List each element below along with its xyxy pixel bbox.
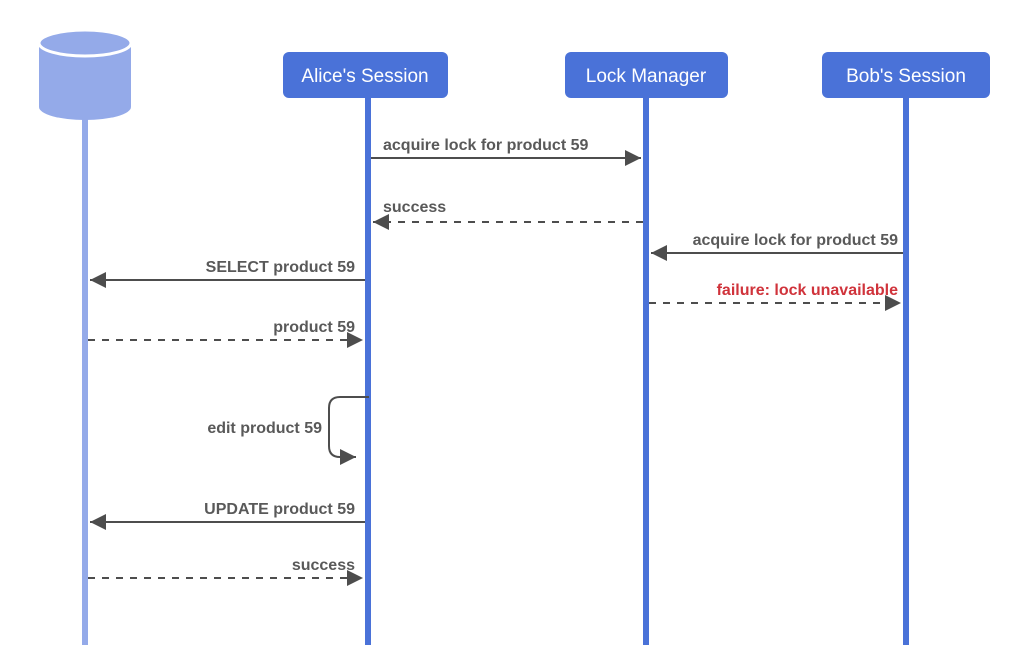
message-label: success <box>383 199 446 216</box>
message-label: acquire lock for product 59 <box>383 137 588 154</box>
message-lock-failure-bob: failure: lock unavailable <box>649 282 901 311</box>
lifeline-alice-session <box>365 97 371 645</box>
lifeline-lock-manager <box>643 97 649 645</box>
actor-alice-session: Alice's Session <box>283 52 448 98</box>
message-lock-success-alice: success <box>373 199 643 230</box>
actor-lock-manager: Lock Manager <box>565 52 728 98</box>
database-cylinder-body <box>39 46 131 120</box>
message-label-error: failure: lock unavailable <box>717 282 899 299</box>
actor-box <box>822 52 990 98</box>
message-product-returned: product 59 <box>88 319 363 348</box>
database-icon <box>37 28 133 120</box>
actor-label: Bob's Session <box>846 66 966 87</box>
lifeline-database <box>82 118 88 645</box>
message-acquire-lock-alice: acquire lock for product 59 <box>371 137 641 166</box>
message-update-success: success <box>88 557 363 586</box>
message-label: product 59 <box>273 319 355 336</box>
actor-box <box>565 52 728 98</box>
actor-bob-session: Bob's Session <box>822 52 990 98</box>
actor-label: Lock Manager <box>586 66 707 87</box>
message-label: acquire lock for product 59 <box>693 232 898 249</box>
message-edit-product-self-loop: edit product 59 <box>207 396 369 465</box>
message-select-product: SELECT product 59 <box>90 259 365 288</box>
actor-label: Alice's Session <box>301 66 428 87</box>
message-label: success <box>292 557 355 574</box>
message-acquire-lock-bob: acquire lock for product 59 <box>651 232 903 261</box>
database-cylinder-top <box>37 28 133 58</box>
message-label: edit product 59 <box>207 420 322 437</box>
message-update-product: UPDATE product 59 <box>90 501 365 530</box>
message-label: SELECT product 59 <box>206 259 355 276</box>
message-self-loop-arrow <box>328 396 369 465</box>
message-label: UPDATE product 59 <box>204 501 355 518</box>
lifeline-bob-session <box>903 97 909 645</box>
actor-box <box>283 52 448 98</box>
